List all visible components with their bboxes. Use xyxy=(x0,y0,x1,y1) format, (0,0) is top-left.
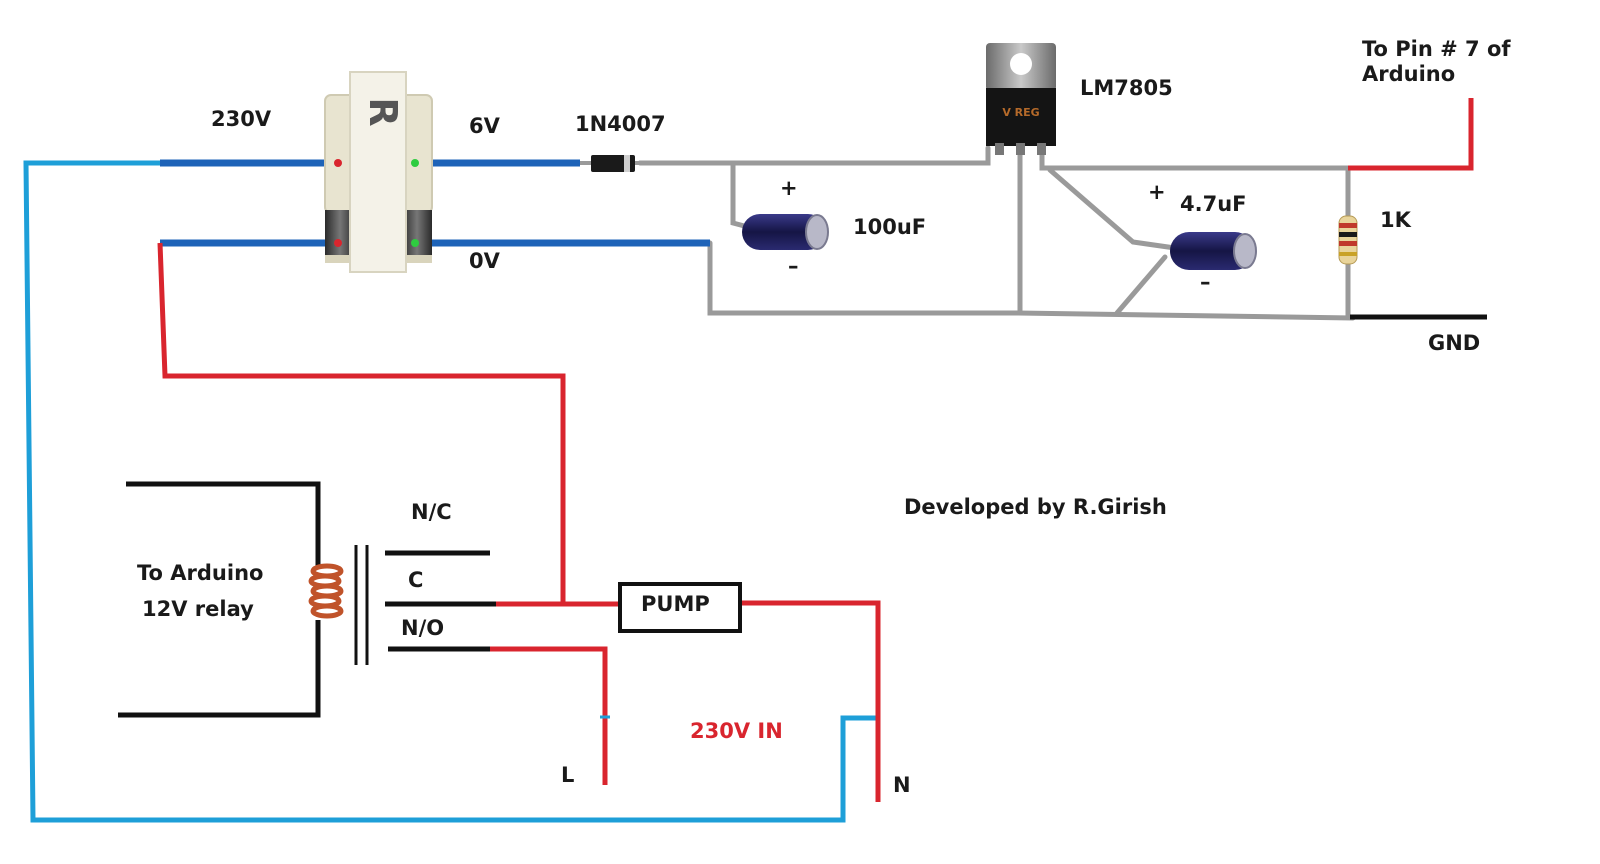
capacitor-4-7uf xyxy=(1170,232,1257,270)
label-regulator: LM7805 xyxy=(1080,76,1173,100)
regulator-out-wire xyxy=(1039,147,1351,171)
label-credit: Developed by R.Girish xyxy=(904,495,1167,519)
label-arduino-pin: To Pin # 7 of Arduino xyxy=(1362,37,1511,87)
diode-to-regulator-wire xyxy=(637,145,991,166)
blue-wiring xyxy=(23,160,878,823)
primary-to-relay-wire xyxy=(157,242,566,604)
regulator-tab-hole xyxy=(1010,53,1032,75)
label-resistor: 1K xyxy=(1380,208,1411,232)
label-0v: 0V xyxy=(469,249,500,273)
label-cap1: 100uF xyxy=(853,215,927,239)
secondary-wires xyxy=(160,159,710,247)
label-no: N/O xyxy=(401,616,445,640)
label-c: C xyxy=(408,568,424,592)
cap2-positive-wire xyxy=(1047,167,1178,251)
diode-cathode-band xyxy=(624,155,630,172)
label-230v: 230V xyxy=(211,107,272,131)
relay-no-to-live-wire xyxy=(490,646,608,785)
relay-coil-top-wire xyxy=(126,481,321,566)
lm7805-regulator: V REG xyxy=(986,43,1056,155)
label-cap2: 4.7uF xyxy=(1180,192,1247,216)
zero-volt-return-wire xyxy=(707,240,1356,321)
terminal-primary-bottom xyxy=(334,239,342,247)
relay-coil xyxy=(308,563,344,619)
low-voltage-wiring xyxy=(637,145,1356,321)
label-cap1-minus: – xyxy=(788,254,799,278)
label-cap2-minus: – xyxy=(1200,270,1211,294)
pump-to-neutral-wire xyxy=(740,600,881,802)
relay xyxy=(118,481,496,718)
label-cap1-plus: + xyxy=(780,176,798,200)
label-neutral: N xyxy=(893,773,911,797)
transformer-bobbin xyxy=(349,71,407,273)
label-nc: N/C xyxy=(411,500,452,524)
label-gnd: GND xyxy=(1428,331,1481,355)
label-cap2-plus: + xyxy=(1148,180,1166,204)
label-pump: PUMP xyxy=(641,592,710,616)
regulator-marking: V REG xyxy=(1002,106,1039,119)
mains-wiring xyxy=(157,242,881,802)
arduino-pin-wire xyxy=(1348,98,1474,171)
terminal-primary-top xyxy=(334,159,342,167)
terminal-secondary-bottom xyxy=(411,239,419,247)
mains-primary-top-wire xyxy=(23,160,878,823)
transformer: R xyxy=(324,71,433,273)
label-6v: 6V xyxy=(469,114,500,138)
diode-1n4007 xyxy=(580,155,640,172)
label-diode: 1N4007 xyxy=(575,112,666,136)
cap2-negative-wire xyxy=(1114,254,1168,316)
transformer-logo: R xyxy=(361,97,405,126)
terminal-secondary-top xyxy=(411,159,419,167)
label-relay-line2: 12V relay xyxy=(142,597,254,621)
capacitor-100uf xyxy=(742,214,829,250)
pump-box xyxy=(618,582,742,633)
relay-coil-bottom-wire xyxy=(118,620,321,718)
resistor-1k xyxy=(1338,215,1358,265)
label-relay-line1: To Arduino xyxy=(137,561,264,585)
label-mains-in: 230V IN xyxy=(690,719,783,743)
label-live: L xyxy=(561,763,575,787)
regulator-body xyxy=(986,88,1056,146)
